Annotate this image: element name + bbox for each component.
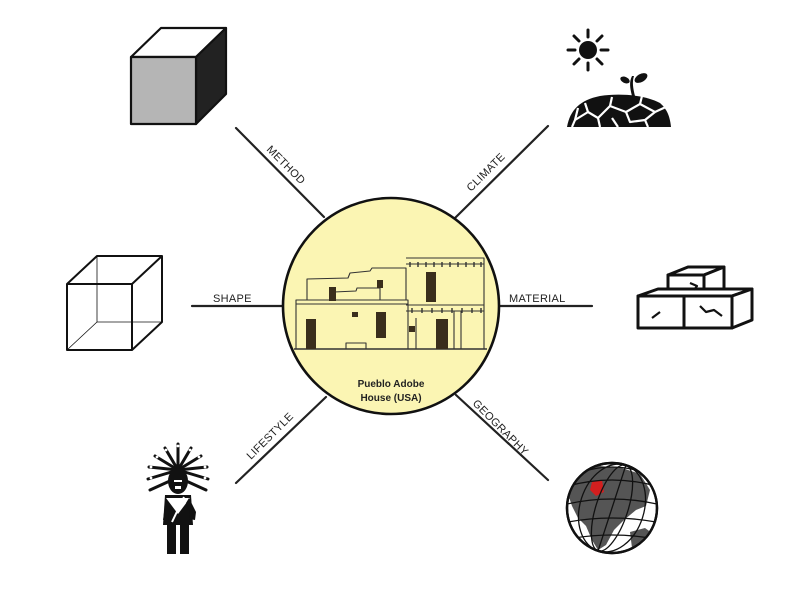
label-geography: GEOGRAPHY bbox=[470, 398, 531, 459]
pueblo-house-openings bbox=[306, 272, 448, 349]
center-title-line2: House (USA) bbox=[360, 393, 422, 404]
spoke-line-climate bbox=[453, 124, 550, 220]
wireframe-cube-icon bbox=[66, 255, 163, 351]
label-material: MATERIAL bbox=[509, 293, 566, 305]
center-circle bbox=[281, 196, 501, 416]
spoke-line-method bbox=[234, 126, 326, 219]
label-shape: SHAPE bbox=[213, 293, 252, 305]
label-lifestyle: LIFESTYLE bbox=[245, 411, 296, 462]
sun-icon bbox=[566, 28, 610, 72]
adobe-bricks-icon bbox=[636, 265, 754, 330]
label-method: METHOD bbox=[264, 144, 307, 187]
globe-north-america-icon bbox=[565, 461, 659, 555]
solid-cube-icon bbox=[129, 26, 228, 126]
native-american-headdress-figure-icon bbox=[146, 442, 210, 554]
spoke-line-lifestyle bbox=[234, 395, 328, 485]
pueblo-house-illustration bbox=[294, 257, 487, 350]
center-title-line1: Pueblo Adobe bbox=[357, 379, 425, 390]
spoke-lines bbox=[190, 124, 594, 485]
sun-dry-earth-sprout-icon bbox=[566, 28, 671, 128]
spoke-line-geography bbox=[454, 393, 550, 482]
center-title: Pueblo Adobe House (USA) bbox=[331, 378, 451, 406]
